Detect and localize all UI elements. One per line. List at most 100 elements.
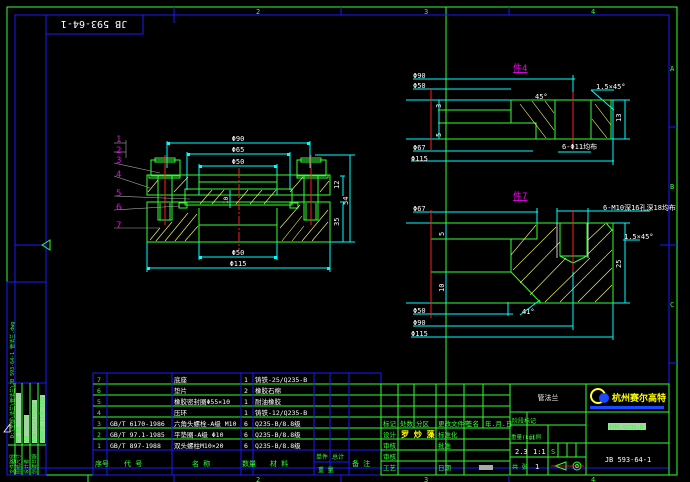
inner-frame xyxy=(14,14,670,469)
zone-row-c: C xyxy=(670,301,674,309)
zone-col-3: 3 xyxy=(424,8,428,16)
parts-list-qty: 6 xyxy=(244,420,248,428)
p7-dim-d50: Φ50 xyxy=(413,307,426,315)
rev-header: 签名 xyxy=(466,419,479,428)
projection-symbol-icon xyxy=(551,461,584,471)
p7-angle: 41° xyxy=(522,308,535,316)
parts-list-std: GB/T 97.1-1985 xyxy=(110,431,165,439)
p7-dim-d115: Φ115 xyxy=(411,330,428,338)
sheet-count: 1 xyxy=(535,463,539,471)
stage-label-top: 阶段标记 xyxy=(512,417,536,425)
side-strip: D:\全部\法兰\管法兰\JB 593-64-1 管法兰.dwg HN 51 A… xyxy=(3,281,47,476)
zone-row-b: B xyxy=(670,183,674,191)
p4-dim-d90: Φ90 xyxy=(413,72,426,80)
assembly-view: Φ90 Φ65 Φ50 Φ50 Φ115 12 54 35 10 xyxy=(113,135,355,272)
p7-dim-d67: Φ67 xyxy=(413,205,426,213)
ucs-icon xyxy=(3,422,11,433)
company-logo: 杭州赛尔高特 xyxy=(590,388,666,409)
dim-d50-top: Φ50 xyxy=(232,158,245,166)
balloon-5: 5 xyxy=(116,189,121,199)
scale-label: 比例 xyxy=(530,433,542,441)
parts-list-material: 铸铁-25/Q235-B xyxy=(255,375,307,384)
zone-col-4: 4 xyxy=(591,8,595,16)
p4-dim-d67: Φ67 xyxy=(413,144,426,152)
pl-header-qty: 数量 xyxy=(242,459,256,468)
parts-list-name: 垫片 xyxy=(174,386,187,395)
dim-h35: 35 xyxy=(333,218,341,226)
parts-list-no: 6 xyxy=(97,387,101,395)
parts-list-no: 7 xyxy=(97,376,101,384)
material-stamp: 材料:Q235-B xyxy=(609,423,644,431)
part4-title: 件4 xyxy=(513,62,527,74)
dim-d65: Φ65 xyxy=(232,146,245,154)
bottom-zone-strip: 2 3 4 xyxy=(87,475,595,482)
balloon-3: 3 xyxy=(116,156,121,166)
parts-list-material: Q235-B/8.8级 xyxy=(255,441,301,450)
centering-arrow-icon xyxy=(41,239,51,251)
parts-list-qty: 1 xyxy=(244,376,248,384)
parts-list-qty: 6 xyxy=(244,431,248,439)
parts-list-qty: 1 xyxy=(244,409,248,417)
parts-list-name: 压环 xyxy=(174,409,188,417)
balloon-1: 1 xyxy=(116,135,121,145)
bottom-zone-2: 2 xyxy=(256,476,260,482)
pl-header-note: 备 注 xyxy=(352,459,370,468)
balloon-6: 6 xyxy=(116,203,121,213)
rev-header: 处数 xyxy=(400,419,414,428)
title-block: 标记处数分区更改文件号签名年.月.日 设计 审核 审核 工艺 标准化 批准 日期… xyxy=(380,383,670,476)
p7-h10: 10 xyxy=(438,284,446,292)
bottom-zone-4: 4 xyxy=(591,476,595,482)
parts-list-std: GB/T 897-1988 xyxy=(110,442,161,450)
parts-list-name: 平垫圈-A级 Φ10 xyxy=(174,430,224,439)
dim-d50-bottom: Φ50 xyxy=(232,249,245,257)
part7-view: 件7 xyxy=(406,190,676,340)
parts-list-no: 3 xyxy=(97,420,101,428)
rev-header: 分区 xyxy=(416,419,430,428)
std-label: 标准化 xyxy=(438,430,458,439)
p4-h5: 5 xyxy=(435,133,443,137)
side-label-size: 图纸尺寸 xyxy=(15,454,22,474)
approve-label: 批准 xyxy=(438,441,452,450)
side-field-date: 2006年-11月-10日 xyxy=(39,397,46,442)
scale-value: 1:1 xyxy=(533,448,546,456)
top-code-text: JB 593-64-1 xyxy=(61,18,127,29)
parts-list-no: 1 xyxy=(97,442,101,450)
p4-h3: 3 xyxy=(435,104,443,108)
rev-header: 年.月.日 xyxy=(485,419,512,428)
stage-value: S xyxy=(551,448,555,456)
date-stamp xyxy=(479,465,493,470)
parts-list-name: 六角头螺栓-A级 M10 xyxy=(174,419,237,428)
dim-h10: 10 xyxy=(223,196,230,204)
date-label: 日期 xyxy=(438,464,452,472)
company-name: 杭州赛尔高特 xyxy=(612,392,666,404)
pl-header-weight: 重 量 xyxy=(318,466,334,474)
pl-header-total: 总计 xyxy=(332,453,344,461)
p4-chamfer: 1.5×45° xyxy=(596,83,626,91)
parts-list-material: 橡胶石棉 xyxy=(255,386,282,395)
pl-header-name: 名 称 xyxy=(192,459,210,468)
weight-value: 2.3 xyxy=(515,448,528,456)
rev-header: 更改文件号 xyxy=(438,419,471,428)
parts-list-material: 铸铁-12/Q235-B xyxy=(255,408,307,417)
role-review: 审核 xyxy=(383,452,397,461)
p4-dim-d50: Φ50 xyxy=(413,82,426,90)
pl-header-no: 序号 xyxy=(95,459,109,468)
outer-frame-right xyxy=(446,6,678,476)
side-label-date: 创建日期 xyxy=(31,454,38,474)
dim-d115: Φ115 xyxy=(230,260,247,268)
side-path: D:\全部\法兰\管法兰\JB 593-64-1 管法兰.dwg xyxy=(9,322,16,438)
balloon-4: 4 xyxy=(116,170,121,180)
zone-col-2: 2 xyxy=(256,8,260,16)
weight-label: 重量(kg) xyxy=(511,433,535,441)
parts-list-name: 橡胶密封圈Φ55×10 xyxy=(174,397,230,406)
p7-thread: 6-M10深16孔深18均布 xyxy=(603,203,676,212)
dim-d90: Φ90 xyxy=(232,135,245,143)
zone-row-a: A xyxy=(670,65,675,73)
parts-list-no: 2 xyxy=(97,431,101,439)
